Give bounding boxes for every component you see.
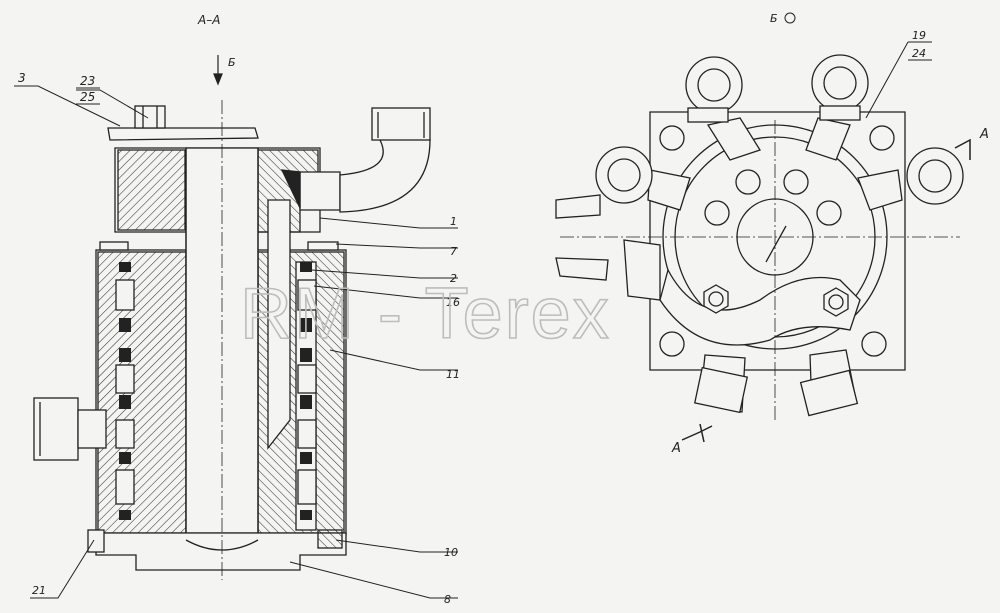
callout-3: 3	[18, 71, 26, 85]
view-b-label: Б	[770, 12, 778, 25]
callout-21: 21	[32, 584, 46, 597]
section-view-a-a	[33, 100, 431, 580]
view-b-marker	[784, 12, 796, 24]
leader-lines-left	[14, 85, 458, 599]
view-arrow-label: Б	[228, 56, 236, 69]
cut-line-a-bottom	[681, 423, 713, 443]
callout-16: 16	[446, 296, 460, 309]
top-view-b	[555, 54, 964, 420]
cut-label-bottom: А	[671, 441, 681, 456]
callout-19: 19	[912, 29, 926, 42]
callout-2: 2	[450, 272, 457, 285]
callout-25: 25	[80, 90, 95, 104]
cut-line-a-top	[954, 138, 971, 160]
view-direction-arrow	[213, 55, 223, 86]
callout-23: 23	[80, 74, 95, 88]
cut-label-top: А	[979, 127, 989, 142]
leader-lines-right	[865, 41, 932, 119]
watermark: RM - Terex	[240, 274, 611, 354]
section-title: А–А	[197, 13, 220, 27]
callout-8: 8	[444, 593, 451, 606]
callout-1: 1	[450, 215, 457, 228]
callout-11: 11	[446, 368, 460, 381]
callout-24: 24	[912, 47, 926, 60]
callout-7: 7	[450, 245, 457, 258]
callout-10: 10	[444, 546, 458, 559]
